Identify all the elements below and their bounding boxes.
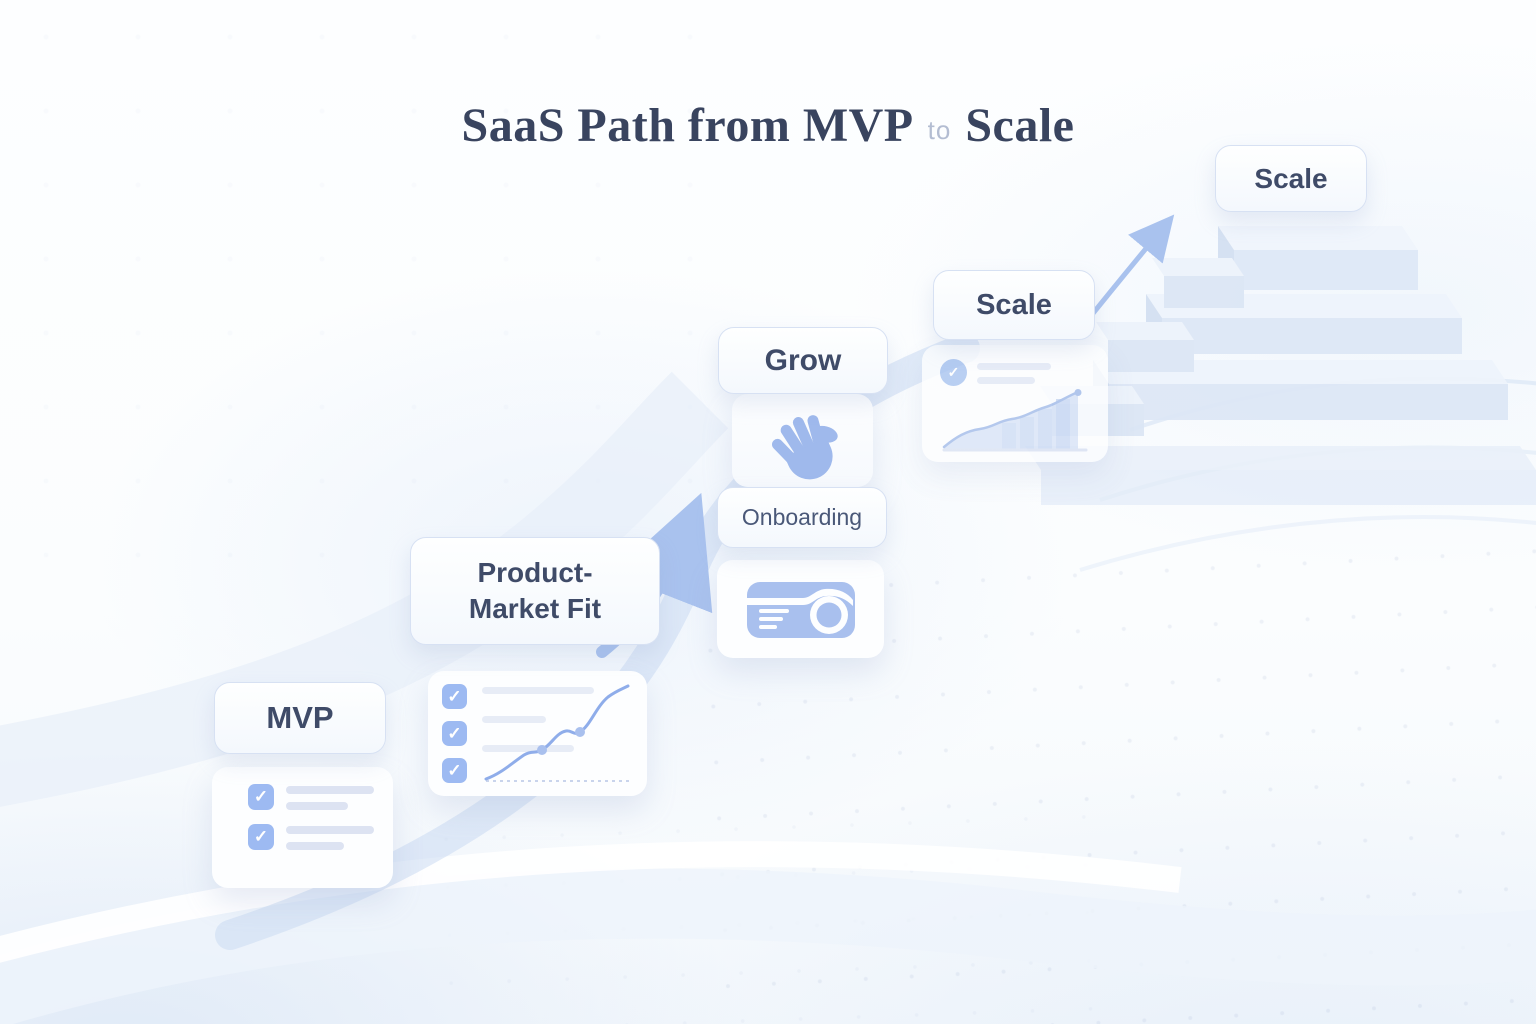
grow-hand-card: [732, 394, 873, 487]
placeholder-line: [482, 687, 594, 694]
wave-highlight: [0, 841, 1182, 963]
title-connector: to: [927, 115, 952, 145]
dashboard-header: ✓: [940, 359, 1108, 386]
placeholder-text-lines: [286, 784, 374, 810]
placeholder-line: [977, 363, 1051, 370]
stage-label-text: Scale: [1254, 162, 1328, 194]
placeholder-line: [482, 745, 574, 752]
stage-label-grow: Grow: [718, 327, 888, 394]
scale-dashboard-card: ✓: [922, 345, 1108, 462]
onboarding-icon-card: [717, 560, 884, 658]
waving-hand-icon: [771, 414, 838, 479]
checkbox-checked-icon: ✓: [442, 684, 467, 709]
stage-label-text: Scale: [976, 288, 1052, 321]
stage-label-text-line1: Product-: [477, 557, 593, 589]
placeholder-line: [286, 842, 344, 850]
placeholder-line: [482, 716, 546, 723]
checkbox-checked-icon: ✓: [442, 758, 467, 783]
placeholder-line: [977, 377, 1035, 384]
stage-label-onboarding: Onboarding: [717, 487, 887, 548]
placeholder-text-lines: [482, 687, 594, 752]
page-title: SaaS Path from MVP to Scale: [0, 98, 1536, 153]
placeholder-text-lines: [286, 824, 374, 850]
stage-label-text: Onboarding: [741, 504, 863, 530]
placeholder-line: [286, 802, 348, 810]
checkbox-checked-icon: ✓: [248, 824, 274, 850]
checkbox-checked-icon: ✓: [442, 721, 467, 746]
wave-band: [0, 868, 1536, 1024]
pmf-checklist-chart-card: ✓ ✓ ✓: [428, 671, 647, 796]
stage-label-text: Grow: [764, 343, 842, 377]
stage-label-scale-top: Scale: [1215, 145, 1367, 212]
placeholder-text-lines: [977, 361, 1051, 384]
stage-label-scale: Scale: [933, 270, 1095, 340]
growth-line-chart-icon: [484, 684, 630, 782]
placeholder-line: [286, 826, 374, 834]
placeholder-line: [286, 786, 374, 794]
staircase-illustration: [1025, 226, 1536, 505]
stage-label-mvp: MVP: [214, 682, 386, 754]
title-suffix: Scale: [965, 99, 1075, 152]
title-prefix: SaaS Path from MVP: [461, 99, 914, 152]
stage-label-text: MVP: [266, 700, 334, 735]
checkbox-checked-icon: ✓: [248, 784, 274, 810]
stage-label-product-market-fit: Product- Market Fit: [410, 537, 660, 645]
verified-check-icon: ✓: [940, 359, 967, 386]
stage-label-text-line2: Market Fit: [468, 593, 602, 624]
growth-area-chart-icon: [942, 389, 1088, 452]
card-toggle-icon: [746, 582, 855, 638]
checklist-item: ✓: [248, 824, 393, 850]
checklist-item: ✓: [248, 784, 393, 810]
terrace-arc: [1079, 515, 1536, 572]
mvp-checklist-card: ✓ ✓: [212, 767, 393, 888]
